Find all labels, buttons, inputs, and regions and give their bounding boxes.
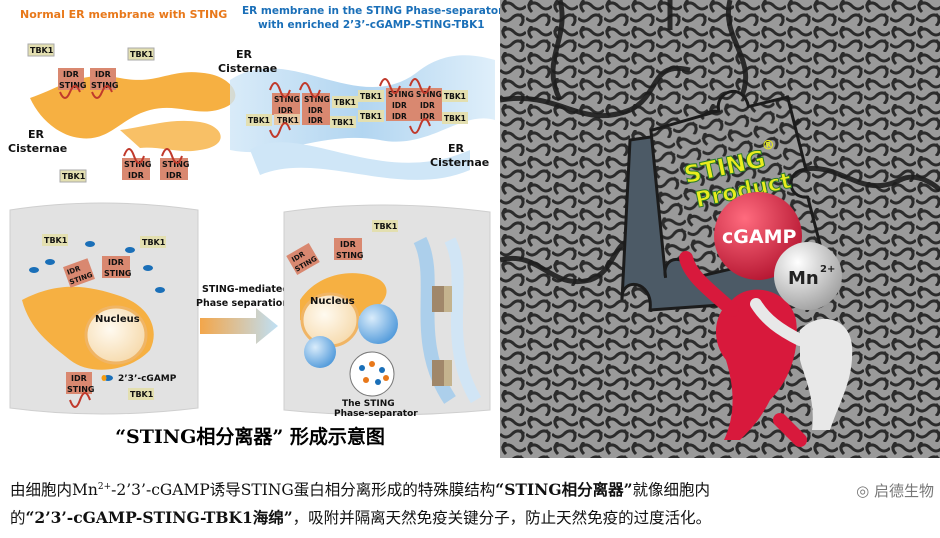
tbk1-label: TBK1 — [30, 46, 54, 55]
tbk1-label: TBK1 — [130, 50, 154, 59]
description-line-2: 的“2’3’-cGAMP-STING-TBK1海绵”，吸附并隔离天然免疫关键分子… — [10, 508, 712, 527]
idr-label: IDR — [166, 171, 182, 180]
diagram-caption: “STING相分离器” 形成示意图 — [115, 426, 385, 448]
phase-er-title-1: ER membrane in the STING Phase-separator — [242, 5, 500, 17]
tbk1-label: TBK1 — [444, 114, 466, 123]
nucleus-label-left: Nucleus — [95, 314, 140, 325]
idr-label: IDR — [63, 70, 79, 79]
cisternae-label-left: Cisternae — [8, 142, 67, 155]
tbk1-label: TBK1 — [248, 116, 270, 125]
idr-label: IDR — [108, 258, 124, 267]
sting-label: STING — [416, 90, 442, 99]
tbk1-label: TBK1 — [332, 118, 354, 127]
nucleus-left — [84, 305, 148, 365]
er-label-left: ER — [28, 128, 45, 141]
idr-label: IDR — [278, 106, 293, 115]
idr-label: IDR — [308, 116, 323, 125]
description-block: 由细胞内Mn2+-2’3’-cGAMP诱导STING蛋白相分离形成的特殊膜结构“… — [0, 462, 940, 538]
left-diagram-panel: Normal ER membrane with STING ER Cistern… — [0, 0, 504, 458]
idr-label: IDR — [308, 106, 323, 115]
arrow-label-2: Phase separation — [196, 298, 289, 309]
phase-separation-arrow — [200, 308, 278, 344]
tbk1-label: TBK1 — [142, 238, 166, 247]
sting-diagram: Normal ER membrane with STING ER Cistern… — [8, 5, 504, 419]
idr-label: IDR — [128, 171, 144, 180]
cgamp-legend-label: 2’3’-cGAMP — [118, 374, 177, 384]
sting-label: STING — [336, 251, 363, 260]
separator-label-2: Phase-separator — [334, 409, 418, 419]
tbk1-label: TBK1 — [62, 172, 86, 181]
idr-label: IDR — [95, 70, 111, 79]
sting-label: STING — [274, 95, 300, 104]
separator-particles — [359, 361, 389, 385]
watermark: ◎ 启德生物 — [856, 482, 934, 500]
mn-head — [774, 242, 842, 310]
mn-text: Mn — [788, 268, 819, 289]
sting-label: STING — [124, 160, 151, 169]
tbk1-label: TBK1 — [44, 236, 68, 245]
mn-sup: 2+ — [820, 264, 835, 275]
sting-label: STING — [304, 95, 330, 104]
phase-er-title-2: with enriched 2’3’-cGAMP-STING-TBK1 — [258, 19, 485, 31]
phase-droplet — [304, 336, 336, 368]
product-sup: ® — [761, 137, 777, 154]
er-label-top: ER — [236, 48, 253, 61]
normal-er-title: Normal ER membrane with STING — [20, 8, 227, 21]
idr-label: IDR — [340, 240, 356, 249]
er-label-right: ER — [448, 142, 465, 155]
idr-label: IDR — [392, 112, 407, 121]
idr-label: IDR — [420, 112, 435, 121]
sting-label: STING — [388, 90, 414, 99]
sting-label: STING — [104, 269, 131, 278]
description-line-1: 由细胞内Mn2+-2’3’-cGAMP诱导STING蛋白相分离形成的特殊膜结构“… — [10, 480, 711, 499]
arrow-label-1: STING-mediated — [202, 284, 289, 295]
tbk1-label: TBK1 — [444, 92, 466, 101]
tbk1-label: TBK1 — [130, 390, 154, 399]
white-figure-body — [800, 318, 853, 430]
tbk1-label: TBK1 — [334, 98, 356, 107]
sting-label: STING — [67, 385, 94, 394]
separator-label-1: The STING — [342, 399, 395, 409]
puzzle-scene: STING ® Product cGAMP Mn 2+ — [500, 0, 940, 458]
sting-label: STING — [162, 160, 189, 169]
phase-droplet — [358, 304, 398, 344]
idr-label: IDR — [420, 101, 435, 110]
sting-phase-separator-zoom — [349, 351, 395, 397]
cgamp-dots — [29, 241, 165, 381]
idr-label: IDR — [392, 101, 407, 110]
idr-label: IDR — [71, 374, 87, 383]
puzzle-illustration: STING ® Product cGAMP Mn 2+ — [500, 0, 940, 458]
tbk1-label: TBK1 — [374, 222, 398, 231]
wechat-icon: ◎ — [856, 482, 870, 500]
cisternae-label-top: Cisternae — [218, 62, 277, 75]
cisternae-label-right: Cisternae — [430, 156, 489, 169]
tbk1-label: TBK1 — [360, 92, 382, 101]
tbk1-label: TBK1 — [360, 112, 382, 121]
nucleus-label-right: Nucleus — [310, 296, 355, 307]
cgamp-text: cGAMP — [722, 226, 796, 248]
sting-label: STING — [91, 81, 118, 90]
tbk1-label: TBK1 — [277, 116, 299, 125]
sting-label: STING — [59, 81, 86, 90]
